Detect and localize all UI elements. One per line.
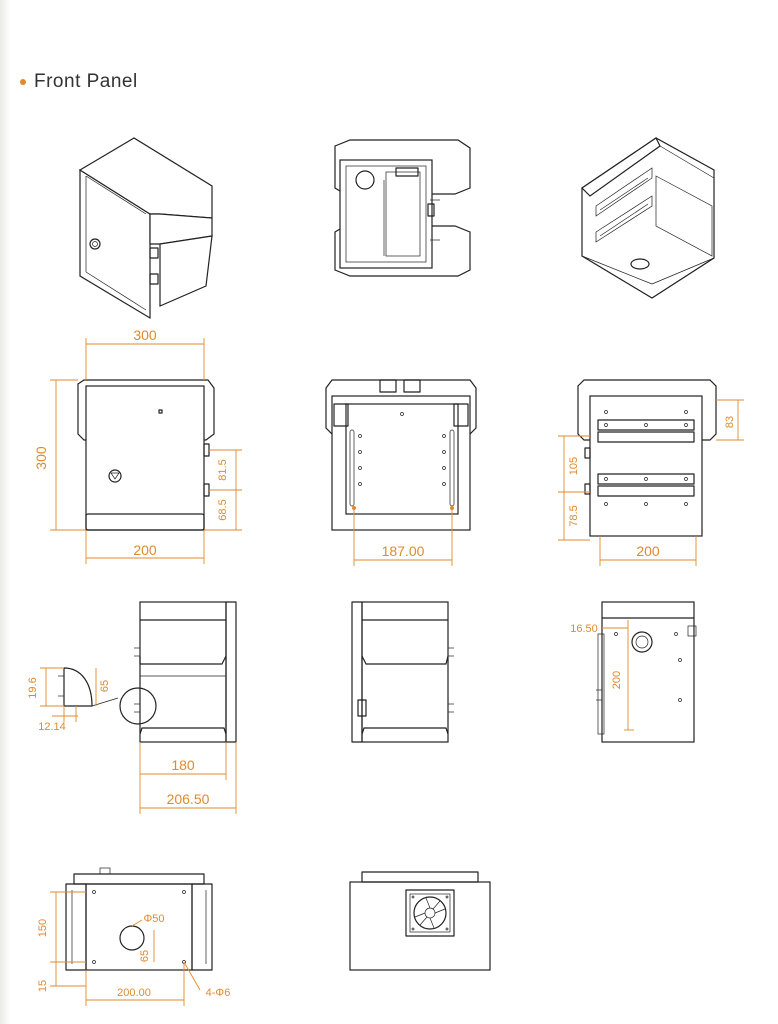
dim-rear-mid: 105	[568, 457, 580, 475]
page-edge-shadow	[0, 0, 10, 1024]
dim-side-total: 206.50	[167, 791, 210, 807]
rear-view: 83 105 78.5 200	[558, 379, 744, 566]
dim-right-offset: 16.50	[570, 623, 598, 635]
dim-rear-base: 200	[636, 543, 660, 559]
bottom-view: 150 15 Φ50 65 200.00 4-Φ6	[37, 867, 231, 1006]
bullet-icon	[20, 79, 26, 85]
dim-bottom-height: 150	[37, 919, 49, 937]
dim-hinge-lower: 68.5	[217, 499, 229, 520]
dim-front-width: 300	[133, 327, 157, 343]
dim-bottom-hole-offset: 65	[139, 950, 151, 962]
dim-side-detail-h: 19.6	[27, 677, 39, 698]
dim-side-inner: 180	[171, 757, 195, 773]
front-view: 300 300 200 81.5 68.5	[33, 327, 242, 564]
dim-front-base: 200	[133, 542, 157, 558]
right-view: 16.50 200	[570, 601, 697, 743]
iso-view-open	[334, 139, 471, 277]
dim-side-detail-65: 65	[99, 680, 111, 692]
dim-front-height: 300	[33, 446, 49, 470]
dim-bottom-hole-dia: Φ50	[143, 913, 164, 925]
section-title: Front Panel	[34, 71, 138, 92]
dim-back-plate: 187.00	[382, 543, 425, 559]
dim-bottom-margin: 15	[37, 980, 49, 992]
back-view: 187.00	[325, 379, 477, 566]
dim-bottom-holes: 4-Φ6	[206, 987, 231, 999]
side-view-left: 19.6 65 12.14 180 206.50	[27, 601, 237, 814]
dim-rear-top: 83	[724, 416, 736, 428]
iso-view-front	[78, 137, 213, 320]
dim-bottom-width: 200.00	[117, 987, 151, 999]
top-view-fan	[349, 871, 491, 971]
dim-hinge-upper: 81.5	[217, 459, 229, 480]
dim-rear-low: 78.5	[568, 505, 580, 526]
section-heading: Front Panel	[20, 70, 138, 94]
iso-view-bottom	[581, 137, 715, 299]
side-view-right	[351, 601, 454, 743]
dim-side-detail-w: 12.14	[38, 721, 66, 733]
dim-right-height: 200	[611, 671, 623, 689]
